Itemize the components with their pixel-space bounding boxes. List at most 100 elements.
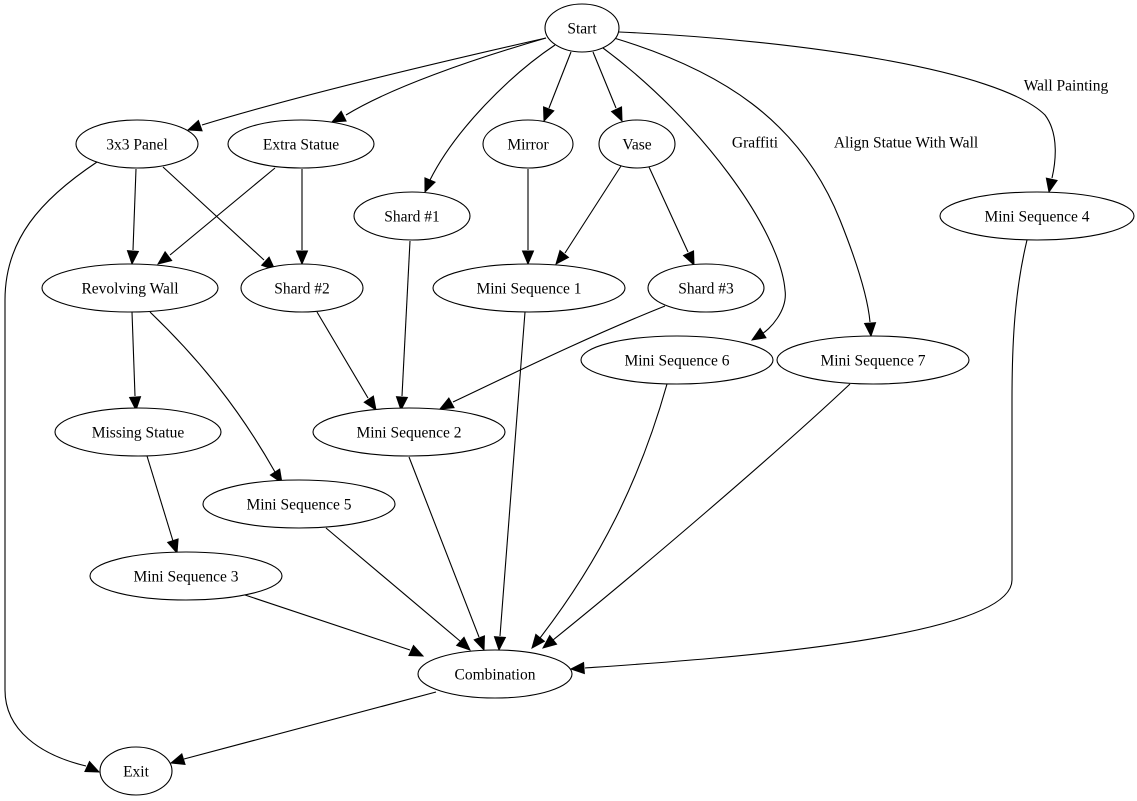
arrowhead-icon — [330, 110, 347, 123]
node-ellipse — [99, 746, 173, 796]
edge-shard3-to-mini2 — [438, 305, 666, 410]
node-label: Start — [567, 21, 597, 38]
arrowhead-icon — [438, 397, 455, 410]
arrowhead-icon — [682, 250, 695, 267]
edge-line — [552, 383, 851, 641]
edge-start-to-extra_statue — [330, 37, 547, 123]
node-mini7: Mini Sequence 7 — [776, 335, 970, 385]
edge-start-to-vase — [592, 51, 623, 123]
arrowhead-icon — [863, 322, 877, 338]
edge-line — [201, 37, 547, 126]
node-mini2: Mini Sequence 2 — [312, 407, 506, 457]
arrowhead-icon — [269, 468, 283, 485]
edge-line — [345, 37, 547, 116]
edge-missing_statue-to-mini3 — [146, 455, 179, 555]
edge-line — [149, 311, 276, 473]
node-label: Mini Sequence 6 — [624, 353, 729, 370]
node-mirror: Mirror — [482, 119, 574, 169]
node-extra-statue: Extra Statue — [227, 119, 375, 169]
edge-extra_statue-to-shard2 — [295, 169, 309, 266]
node-ellipse — [227, 119, 375, 169]
edge-label: Align Statue With Wall — [834, 135, 978, 152]
edge-line — [452, 305, 666, 403]
edge-line — [244, 594, 411, 651]
edge-line — [4, 161, 98, 767]
edge-start-to-mini6: Graffiti — [602, 47, 786, 341]
edge-start-to-shard1 — [424, 44, 556, 194]
edge-line — [618, 31, 1056, 179]
edge-line — [316, 311, 369, 399]
arrowhead-icon — [531, 633, 546, 650]
node-label: Mirror — [507, 137, 549, 154]
node-ellipse — [598, 119, 676, 169]
edge-line — [132, 168, 137, 251]
node-panel3x3: 3x3 Panel — [75, 119, 199, 169]
edge-line — [539, 383, 668, 639]
node-ellipse — [312, 407, 506, 457]
node-shard3: Shard #3 — [647, 263, 765, 313]
edge-shard1-to-mini2 — [395, 240, 411, 412]
node-start: Start — [544, 3, 620, 53]
node-ellipse — [482, 119, 574, 169]
edge-start-to-mini4: Wall Painting — [618, 31, 1108, 194]
arrowhead-icon — [363, 395, 377, 412]
arrowhead-icon — [555, 249, 570, 265]
arrowhead-icon — [156, 250, 173, 265]
node-mini1: Mini Sequence 1 — [432, 263, 626, 313]
node-label: Extra Statue — [263, 137, 339, 154]
arrowhead-icon — [473, 635, 485, 652]
node-ellipse — [202, 479, 396, 529]
node-ellipse — [240, 263, 364, 313]
arrowhead-icon — [126, 250, 140, 266]
node-label: Shard #2 — [274, 281, 330, 298]
node-label: Mini Sequence 3 — [133, 569, 238, 586]
edge-line — [613, 37, 871, 323]
node-ellipse — [647, 263, 765, 313]
edge-line — [429, 44, 556, 181]
node-label: Vase — [622, 137, 651, 154]
edge-line — [602, 47, 786, 336]
node-ellipse — [89, 551, 283, 601]
edge-mini7-to-combination — [541, 383, 851, 649]
edge-start-to-mirror — [543, 51, 572, 123]
edge-line — [146, 455, 174, 542]
edge-line — [401, 240, 411, 397]
arrowhead-icon — [295, 250, 309, 266]
node-mini4: Mini Sequence 4 — [939, 191, 1135, 241]
arrowhead-icon — [493, 636, 507, 652]
node-combination: Combination — [417, 649, 573, 699]
node-vase: Vase — [598, 119, 676, 169]
node-label: Mini Sequence 4 — [984, 209, 1089, 226]
edge-shard2-to-mini2 — [316, 311, 377, 412]
edge-mini3-to-combination — [244, 594, 425, 657]
edge-line — [183, 691, 437, 760]
node-label: Mini Sequence 7 — [820, 353, 925, 370]
arrowhead-icon — [610, 106, 623, 123]
node-ellipse — [776, 335, 970, 385]
arrowhead-icon — [166, 538, 179, 555]
edge-revolving_wall-to-missing_statue — [128, 311, 142, 412]
edge-vase-to-mini1 — [555, 165, 622, 265]
node-label: Missing Statue — [92, 425, 185, 442]
node-ellipse — [75, 119, 199, 169]
node-ellipse — [939, 191, 1135, 241]
arrowhead-icon — [424, 177, 436, 194]
edge-mini6-to-combination — [531, 383, 668, 650]
node-ellipse — [544, 3, 620, 53]
node-ellipse — [353, 191, 471, 241]
node-label: Mini Sequence 1 — [476, 281, 581, 298]
node-mini5: Mini Sequence 5 — [202, 479, 396, 529]
edge-line — [548, 51, 572, 109]
node-ellipse — [580, 335, 774, 385]
edge-line — [564, 165, 622, 254]
arrowhead-icon — [543, 106, 555, 123]
edge-panel3x3-to-revolving_wall — [126, 168, 140, 266]
node-missing-statue: Missing Statue — [54, 407, 222, 457]
edge-start-to-panel3x3 — [186, 37, 547, 132]
arrowhead-icon — [395, 396, 409, 412]
arrowhead-icon — [521, 250, 535, 266]
edge-line — [169, 167, 276, 256]
edge-line — [592, 51, 617, 109]
